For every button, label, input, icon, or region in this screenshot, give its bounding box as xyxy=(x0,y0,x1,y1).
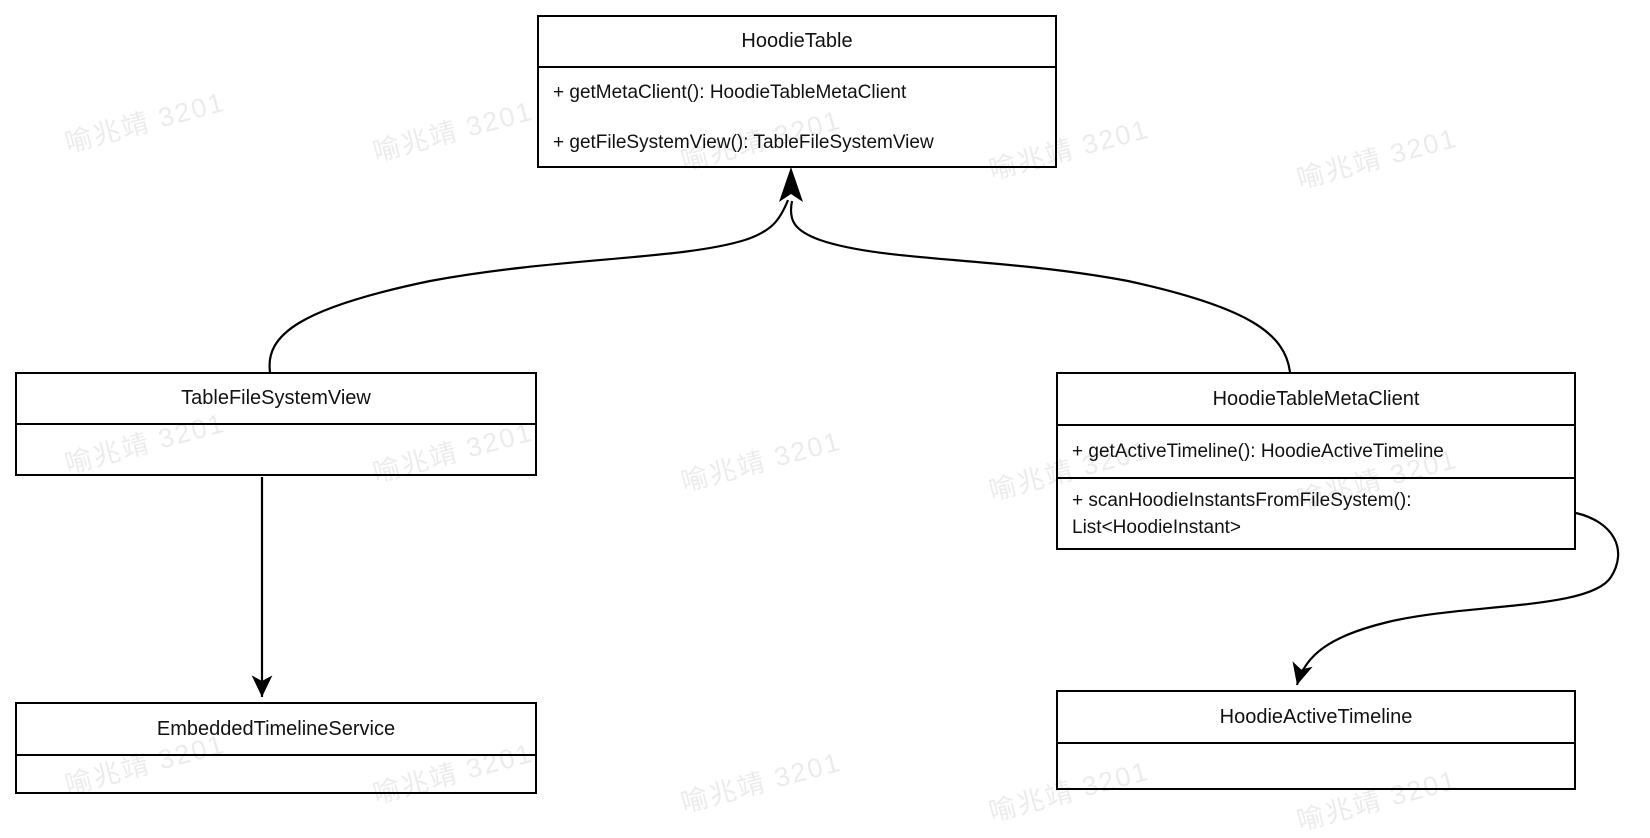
class-box-tablefilesystemview[interactable]: TableFileSystemView xyxy=(15,372,537,476)
empty-compartment xyxy=(17,756,535,792)
merged-arrowhead-icon xyxy=(779,167,803,202)
class-methods: + getMetaClient(): HoodieTableMetaClient… xyxy=(539,68,1055,168)
class-title: HoodieTable xyxy=(539,17,1055,68)
edge-hoodietablemetaclient-to-hoodieactivetimeline[interactable] xyxy=(1292,511,1620,686)
class-box-hoodieactivetimeline[interactable]: HoodieActiveTimeline xyxy=(1056,690,1576,790)
class-method-compartment: + getActiveTimeline(): HoodieActiveTimel… xyxy=(1058,426,1574,479)
empty-compartment xyxy=(1058,744,1574,788)
method-scanhoodieinstants-line1: + scanHoodieInstantsFromFileSystem(): xyxy=(1072,490,1412,511)
class-method-compartment: + scanHoodieInstantsFromFileSystem(): Li… xyxy=(1058,479,1574,541)
class-title: EmbeddedTimelineService xyxy=(17,704,535,756)
method-getfilesystemview: + getFileSystemView(): TableFileSystemVi… xyxy=(553,132,934,153)
method-getmetaclient: + getMetaClient(): HoodieTableMetaClient xyxy=(553,82,907,103)
class-box-hoodietablemetaclient[interactable]: HoodieTableMetaClient + getActiveTimelin… xyxy=(1056,372,1576,550)
diagram-canvas: HoodieTable + getMetaClient(): HoodieTab… xyxy=(15,15,1620,836)
empty-compartment xyxy=(17,425,535,474)
class-title: TableFileSystemView xyxy=(17,374,535,425)
method-getactivetimeline: + getActiveTimeline(): HoodieActiveTimel… xyxy=(1072,441,1444,462)
class-title: HoodieActiveTimeline xyxy=(1058,692,1574,744)
class-box-embeddedtimelineservice[interactable]: EmbeddedTimelineService xyxy=(15,702,537,794)
class-box-hoodietable[interactable]: HoodieTable + getMetaClient(): HoodieTab… xyxy=(537,15,1057,168)
class-title: HoodieTableMetaClient xyxy=(1058,374,1574,426)
connectors-layer xyxy=(251,167,1620,697)
method-scanhoodieinstants-line2: List<HoodieInstant> xyxy=(1072,517,1242,538)
edge-tablefilesystemview-to-hoodietable[interactable] xyxy=(268,199,790,373)
edge-hoodietablemetaclient-to-hoodietable[interactable] xyxy=(789,200,1292,373)
